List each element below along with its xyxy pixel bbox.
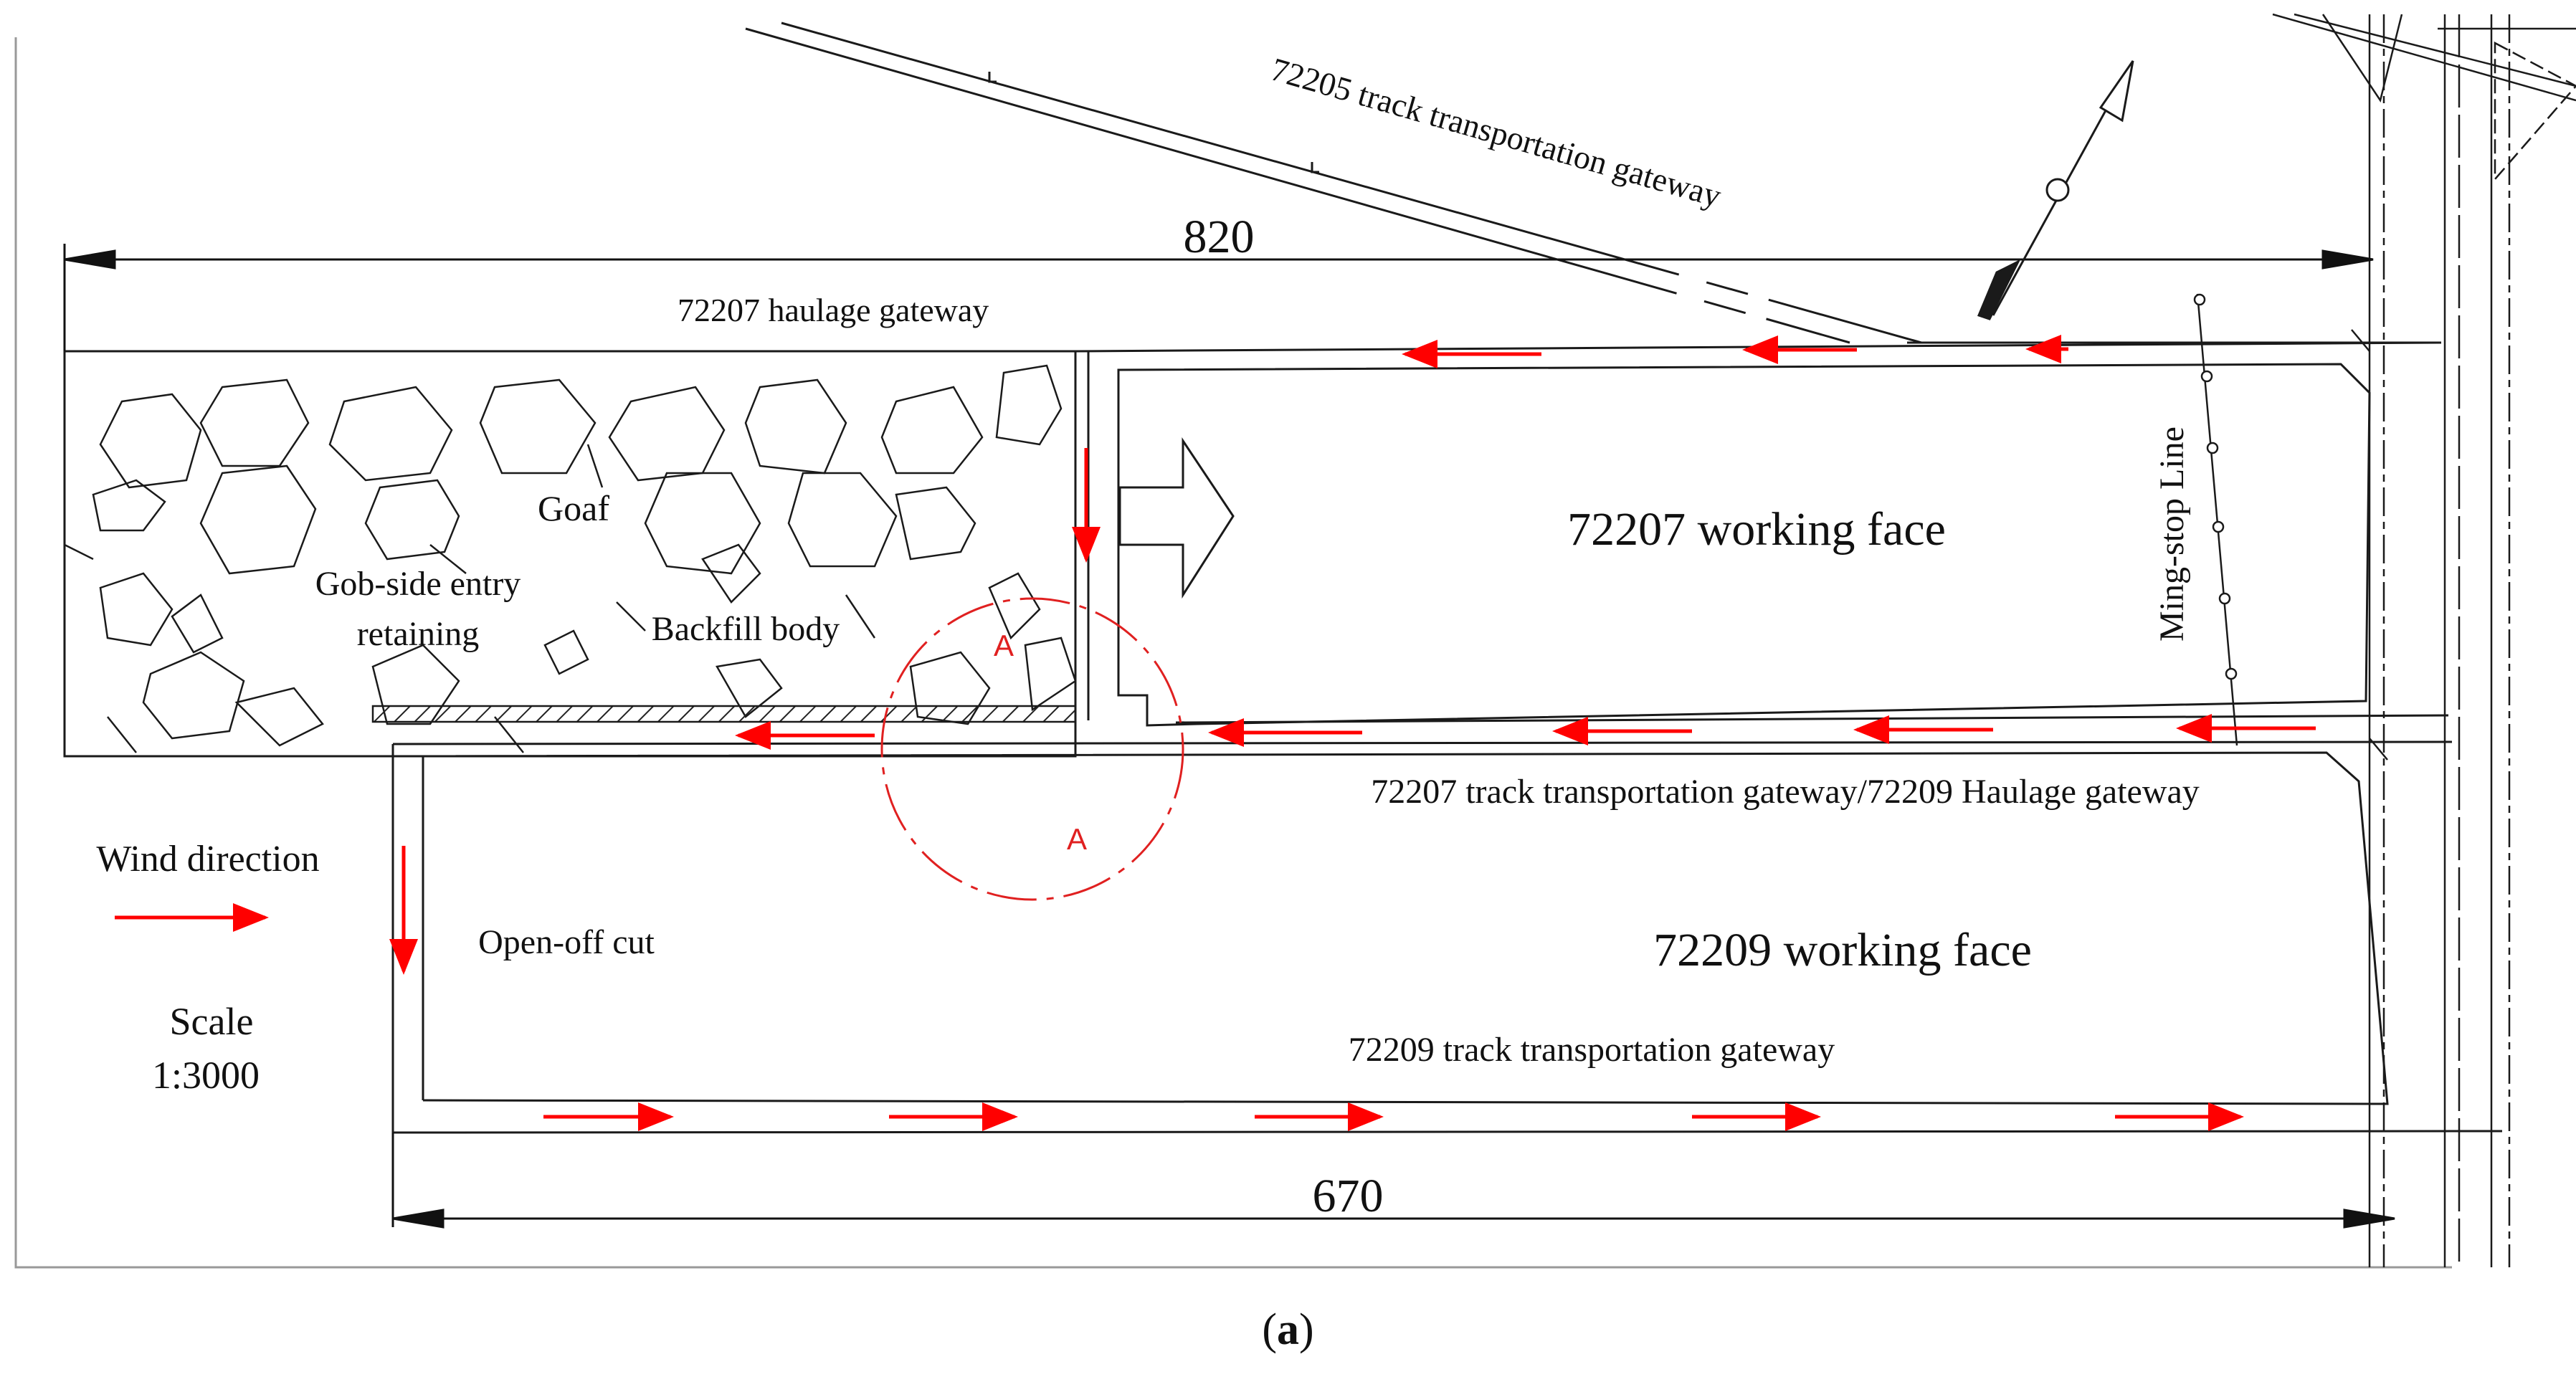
detail-label-bottom: A bbox=[1067, 822, 1087, 856]
airflow-arrows bbox=[115, 335, 2316, 1131]
label-gateway-72205: 72205 track transportation gateway bbox=[1267, 51, 1725, 214]
working-face-72207-outline bbox=[1117, 363, 2371, 727]
legend-wind-label: Wind direction bbox=[96, 839, 319, 880]
label-haulage-72207: 72207 haulage gateway bbox=[678, 292, 989, 328]
mining-stop-line bbox=[2193, 293, 2238, 746]
label-face-72207: 72207 working face bbox=[1567, 503, 1946, 556]
dimension-670-label: 670 bbox=[1313, 1170, 1384, 1222]
dimension-820 bbox=[63, 244, 2374, 351]
right-roadways bbox=[2272, 13, 2576, 1267]
working-face-72209 bbox=[391, 744, 2503, 1134]
scale-value: 1:3000 bbox=[152, 1054, 260, 1097]
label-face-72209: 72209 working face bbox=[1653, 924, 2032, 976]
goaf-region bbox=[63, 350, 1077, 758]
label-open-off-cut: Open-off cut bbox=[478, 923, 655, 961]
label-mid-gateway: 72207 track transportation gateway/72209… bbox=[1371, 773, 2200, 811]
label-goaf: Goaf bbox=[538, 488, 609, 528]
label-gob-side-2: retaining bbox=[357, 615, 480, 653]
caption-close: ) bbox=[1299, 1305, 1314, 1354]
backfill-body-hatch bbox=[371, 705, 1077, 723]
label-track-72209: 72209 track transportation gateway bbox=[1349, 1031, 1835, 1069]
scale-word: Scale bbox=[170, 1000, 254, 1043]
north-arrow-icon bbox=[1977, 60, 2134, 320]
mine-layout-diagram: 820 670 A A bbox=[14, 13, 2576, 1269]
detail-label-top: A bbox=[994, 629, 1014, 662]
label-gob-side-1: Gob-side entry bbox=[315, 565, 521, 603]
map-frame bbox=[14, 37, 2452, 1269]
gateway-72205-lines bbox=[745, 22, 1922, 344]
caption-open: ( bbox=[1262, 1305, 1277, 1354]
figure-caption: (a) bbox=[0, 1305, 2576, 1355]
label-backfill: Backfill body bbox=[652, 610, 840, 648]
dimension-820-label: 820 bbox=[1184, 211, 1255, 263]
mining-direction-arrow bbox=[1118, 437, 1235, 599]
caption-letter: a bbox=[1277, 1305, 1299, 1354]
label-stop-line: Ming-stop Line bbox=[2153, 426, 2191, 642]
detail-circle-a bbox=[880, 597, 1184, 901]
dimension-670 bbox=[391, 1133, 2395, 1229]
